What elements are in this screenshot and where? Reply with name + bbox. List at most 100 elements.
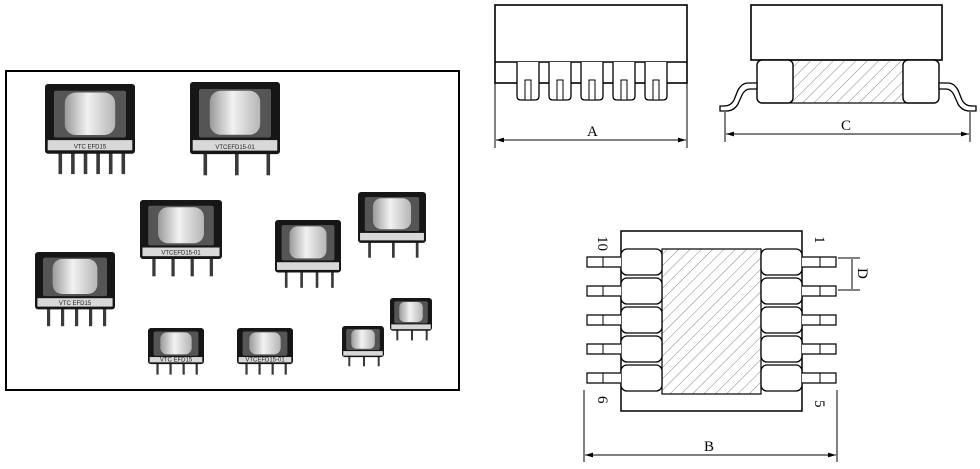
dimension-c-label: C [841, 118, 851, 134]
side-view: C [719, 4, 977, 142]
top-pad-left [620, 306, 663, 334]
top-core [661, 248, 762, 395]
transformer-label-strip [360, 232, 424, 241]
transformer-pin [83, 150, 88, 175]
transformer-unit: VTC EFD15 [35, 252, 115, 327]
dimension-a-label: A [587, 124, 598, 140]
top-lead-right [802, 343, 837, 355]
transformer-pin [348, 355, 351, 367]
transformer-coil [372, 198, 412, 230]
side-core [789, 59, 909, 104]
transformer-pin [245, 362, 248, 375]
transformer-label-strip [192, 140, 278, 151]
transformer-pin [235, 150, 239, 176]
transformer-pin [203, 150, 208, 176]
top-pads [586, 248, 837, 392]
transformer-coil [158, 207, 204, 244]
transformer-pin [377, 355, 380, 367]
transformer-pin [258, 362, 261, 375]
top-lead-right [802, 314, 837, 326]
top-lead-left [586, 372, 621, 384]
transformer-pin [363, 355, 365, 367]
transformer-coil [64, 92, 116, 135]
transformer-pin [190, 256, 194, 277]
transformer-pin [315, 269, 319, 288]
transformer-coil [160, 332, 192, 355]
dimension-d-label: D [854, 268, 870, 279]
transformer-marking: VTC EFD15 [74, 145, 107, 151]
transformer-unit [358, 192, 426, 258]
transformer-pin [61, 306, 65, 327]
transformer-pin [171, 256, 175, 277]
top-lead-left [586, 314, 621, 326]
transformer-unit [342, 326, 384, 367]
transformer-coil [52, 259, 98, 294]
transformer-pin [284, 362, 287, 375]
pin-label-6: 6 [594, 396, 610, 404]
top-lead-left [586, 256, 621, 268]
transformer-pin [71, 150, 75, 175]
transformer-coil [399, 302, 423, 322]
pin-label-10: 10 [594, 236, 610, 251]
transformer-pin [96, 150, 100, 175]
side-body [750, 4, 943, 61]
transformer-pin [103, 306, 107, 327]
top-view: 10 1 6 5 D B [583, 230, 870, 462]
transformer-pin [156, 362, 159, 375]
transformer-unit: VTC EFD15 [45, 84, 135, 175]
front-pin-lead [588, 79, 596, 101]
side-lead-left [719, 82, 758, 112]
transformer-pin [271, 362, 274, 375]
front-pin-lead [556, 79, 564, 101]
transformer-coil [209, 90, 261, 135]
dimension-b-label: B [704, 439, 714, 455]
transformer-pin [396, 329, 399, 341]
pin-label-1: 1 [811, 236, 827, 244]
side-lead-right [938, 82, 977, 112]
transformer-pin [47, 306, 51, 327]
transformer-pin [425, 329, 428, 341]
transformer-marking: VTC EFD15 [160, 357, 193, 363]
top-pad-left [620, 248, 663, 276]
transformer-marking: VTCEFD15-01 [215, 145, 255, 151]
transformer-label-strip [276, 262, 340, 270]
transformer-pin [195, 362, 198, 375]
side-foot-right [902, 59, 940, 104]
transformer-pin [121, 150, 126, 175]
transformer-pin [415, 240, 419, 258]
transformer-label-strip [343, 351, 383, 356]
front-view: A [494, 4, 688, 148]
transformer-pin [182, 362, 185, 375]
transformer-pin [75, 306, 79, 327]
transformer-pin [368, 240, 371, 258]
front-pin-lead [524, 79, 532, 101]
top-pad-left [620, 364, 663, 392]
transformer-unit: VTC EFD15 [148, 328, 204, 375]
transformer-coil [351, 329, 375, 349]
top-pad-right [760, 364, 803, 392]
pin-label-5: 5 [811, 400, 827, 408]
transformer-pin [266, 150, 271, 176]
top-lead-right [802, 372, 837, 384]
transformer-pin [331, 269, 334, 288]
transformer-pin [209, 256, 213, 277]
transformer-unit [275, 220, 341, 288]
transformer-unit: VTCEFD15-01 [237, 328, 293, 375]
transformer-label-strip [37, 298, 113, 307]
transformer-coil [289, 226, 327, 259]
transformer-pin [392, 240, 395, 258]
transformer-pin [300, 269, 303, 288]
front-pins [516, 62, 668, 101]
top-lead-left [586, 343, 621, 355]
top-lead-left [586, 285, 621, 297]
transformer-pin [411, 329, 413, 341]
top-pad-right [760, 277, 803, 305]
top-pad-right [760, 335, 803, 363]
transformer-marking: VTC EFD15 [59, 301, 92, 307]
transformer-pin [284, 269, 288, 288]
top-pad-right [760, 306, 803, 334]
top-lead-right [802, 285, 837, 297]
top-pad-left [620, 277, 663, 305]
